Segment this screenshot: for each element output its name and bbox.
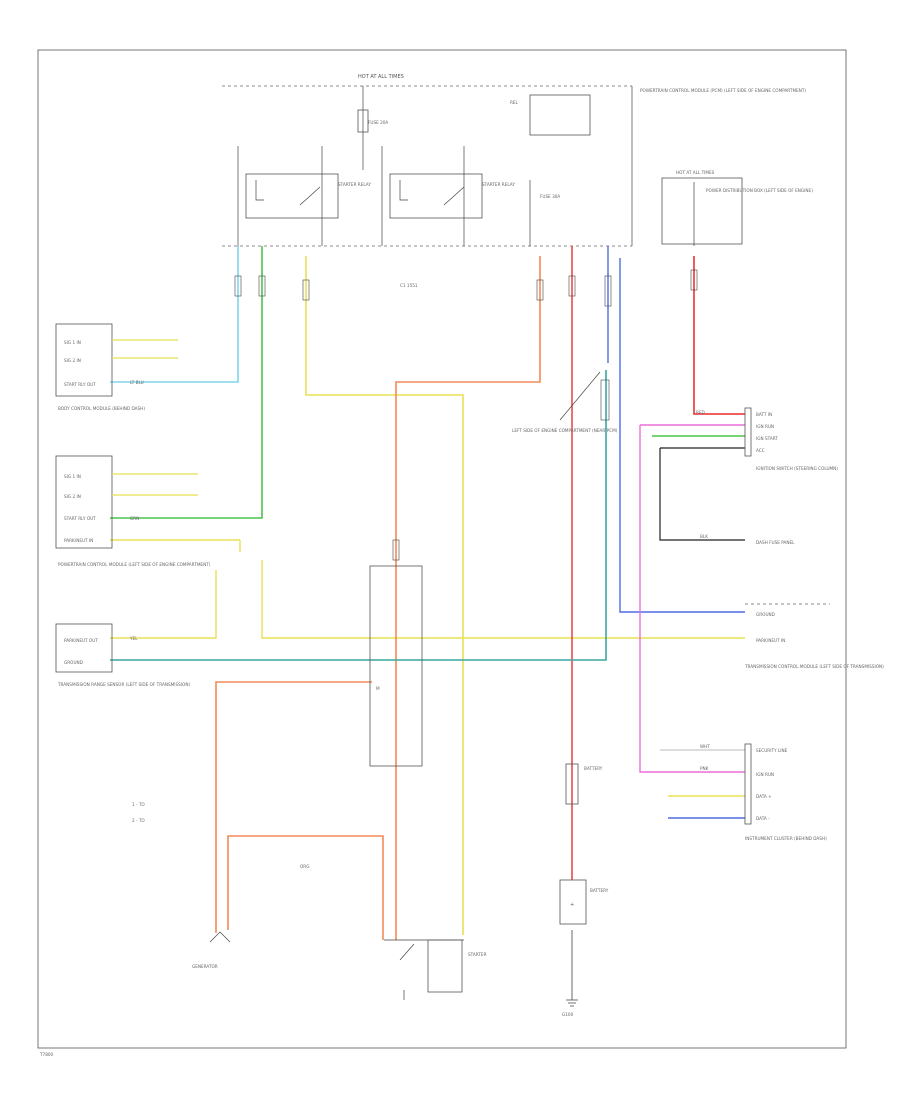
pcm-pin-1: SIG 1 IN xyxy=(64,474,81,479)
wire-label-org: ORG xyxy=(300,864,309,869)
bcm-pin-2: SIG 2 IN xyxy=(64,358,81,363)
legend-2: 2 - TO xyxy=(132,818,145,823)
ipc-pin-2: IGN RUN xyxy=(756,772,774,777)
center-module-box xyxy=(369,565,423,767)
relay-b-coil xyxy=(399,180,465,206)
wire-label-yel: YEL xyxy=(129,636,138,641)
wire-label-red: RED xyxy=(696,410,705,415)
pcm-module-label: POWERTRAIN CONTROL MODULE (PCM) (LEFT SI… xyxy=(640,88,806,93)
trs-pin-2: GROUND xyxy=(64,660,83,665)
pcm-box xyxy=(55,455,113,549)
battery-fuse-label: BATTERY xyxy=(584,766,603,771)
dash-panel-label: DASH FUSE PANEL xyxy=(756,540,795,545)
ipc-pin-1: SECURITY LINE xyxy=(756,748,788,753)
pcm-pin-3: START RLY OUT xyxy=(64,516,96,521)
starter-switch xyxy=(384,939,464,1000)
wire-orange-gen2 xyxy=(227,835,384,940)
battery-box xyxy=(559,879,587,925)
wire-lt-blue xyxy=(110,246,239,383)
wire-label-ltblu: LT BLU xyxy=(130,380,144,385)
generator-label: GENERATOR xyxy=(192,964,218,969)
pcm-pin-4: PARK/NEUT IN xyxy=(64,538,93,543)
wire-orange-gen xyxy=(215,681,372,933)
ipc-block xyxy=(744,743,752,825)
diagram-frame xyxy=(37,49,847,1049)
wire-blue xyxy=(607,246,745,613)
relay-a-box xyxy=(245,173,339,219)
starter-motor-box xyxy=(427,939,463,993)
wire-black-ign xyxy=(659,447,745,541)
wire-label-grn: GRN xyxy=(130,516,139,521)
hot-b-label: HOT AT ALL TIMES xyxy=(676,170,715,175)
connector-marks xyxy=(234,269,698,561)
splice-leader xyxy=(559,371,601,421)
trs-label: TRANSMISSION RANGE SENSOR (LEFT SIDE OF … xyxy=(57,682,190,687)
tcm-label: TRANSMISSION CONTROL MODULE (LEFT SIDE O… xyxy=(744,664,884,669)
wire-yellow-pn xyxy=(110,539,745,639)
ign-pin-1: BATT IN xyxy=(756,412,772,417)
fuse-b-label: FUSE 30A xyxy=(540,194,560,199)
bcm-box xyxy=(55,323,113,397)
starter-label: STARTER xyxy=(468,952,487,957)
relay-b-label: STARTER RELAY xyxy=(482,182,515,187)
ign-block xyxy=(744,407,752,457)
wire-orange xyxy=(395,256,541,940)
wire-yellow xyxy=(305,256,464,935)
center-module-label: M xyxy=(376,686,380,691)
wire-label-wht: WHT xyxy=(700,744,710,749)
ipc-pin-3: DATA + xyxy=(756,794,772,799)
ign-label: IGNITION SWITCH (STEERING COLUMN) xyxy=(756,466,838,471)
bcm-pin-3: START RLY OUT xyxy=(64,382,96,387)
c-main-label: C1 1551 xyxy=(400,283,418,288)
bcm-pin-1: SIG 1 IN xyxy=(64,340,81,345)
wire-label-pnk: PNK xyxy=(700,766,709,771)
pdb-label: POWER DISTRIBUTION BOX (LEFT SIDE OF ENG… xyxy=(706,188,813,193)
bcm-stubs xyxy=(112,339,178,359)
relay-a-label: STARTER RELAY xyxy=(338,182,371,187)
relay-b-box xyxy=(389,173,483,219)
fuse-main-box xyxy=(357,109,369,133)
ign-pin-2: IGN RUN xyxy=(756,424,774,429)
tcm-pin-1: GROUND xyxy=(756,612,775,617)
wire-green xyxy=(110,246,263,519)
pdb-right-box xyxy=(661,177,743,245)
wire-yellow-trs xyxy=(110,570,217,639)
battery-label: BATTERY xyxy=(590,888,609,893)
pcm-stubs xyxy=(112,473,198,496)
tcm-pin-2: PARK/NEUT IN xyxy=(756,638,785,643)
ground-label: G100 xyxy=(562,1012,574,1017)
trs-pin-1: PARK/NEUT OUT xyxy=(64,638,98,643)
battery-plus: + xyxy=(570,902,574,908)
page-code: T7800 xyxy=(39,1052,54,1057)
splice-label: LEFT SIDE OF ENGINE COMPARTMENT (NEAR PC… xyxy=(512,428,618,433)
pdb-inner-box xyxy=(529,94,591,136)
legend-1: 1 - TO xyxy=(132,802,145,807)
pdb-inner-text: REL xyxy=(510,100,519,105)
ign-pin-4: ACC xyxy=(756,448,765,453)
wire-label-blk: BLK xyxy=(700,534,708,539)
wire-red-pdb xyxy=(693,256,745,415)
wire-teal xyxy=(110,370,607,661)
generator-symbol xyxy=(209,931,231,943)
fuse-main-label: FUSE 20A xyxy=(368,120,388,125)
ipc-label: INSTRUMENT CLUSTER (BEHIND DASH) xyxy=(745,836,827,841)
hot-label: HOT AT ALL TIMES xyxy=(358,74,404,80)
ground-symbol xyxy=(566,999,578,1007)
wire-pink xyxy=(639,424,745,773)
relay-a-coil xyxy=(255,180,321,206)
bcm-label: BODY CONTROL MODULE (BEHIND DASH) xyxy=(58,406,145,411)
battery-fuse-box xyxy=(565,763,579,805)
pcm-pin-2: SIG 2 IN xyxy=(64,494,81,499)
pcm-label: POWERTRAIN CONTROL MODULE (LEFT SIDE OF … xyxy=(58,562,211,567)
ipc-pin-4: DATA - xyxy=(756,816,770,821)
trs-box xyxy=(55,623,113,673)
ign-pin-3: IGN START xyxy=(756,436,778,441)
